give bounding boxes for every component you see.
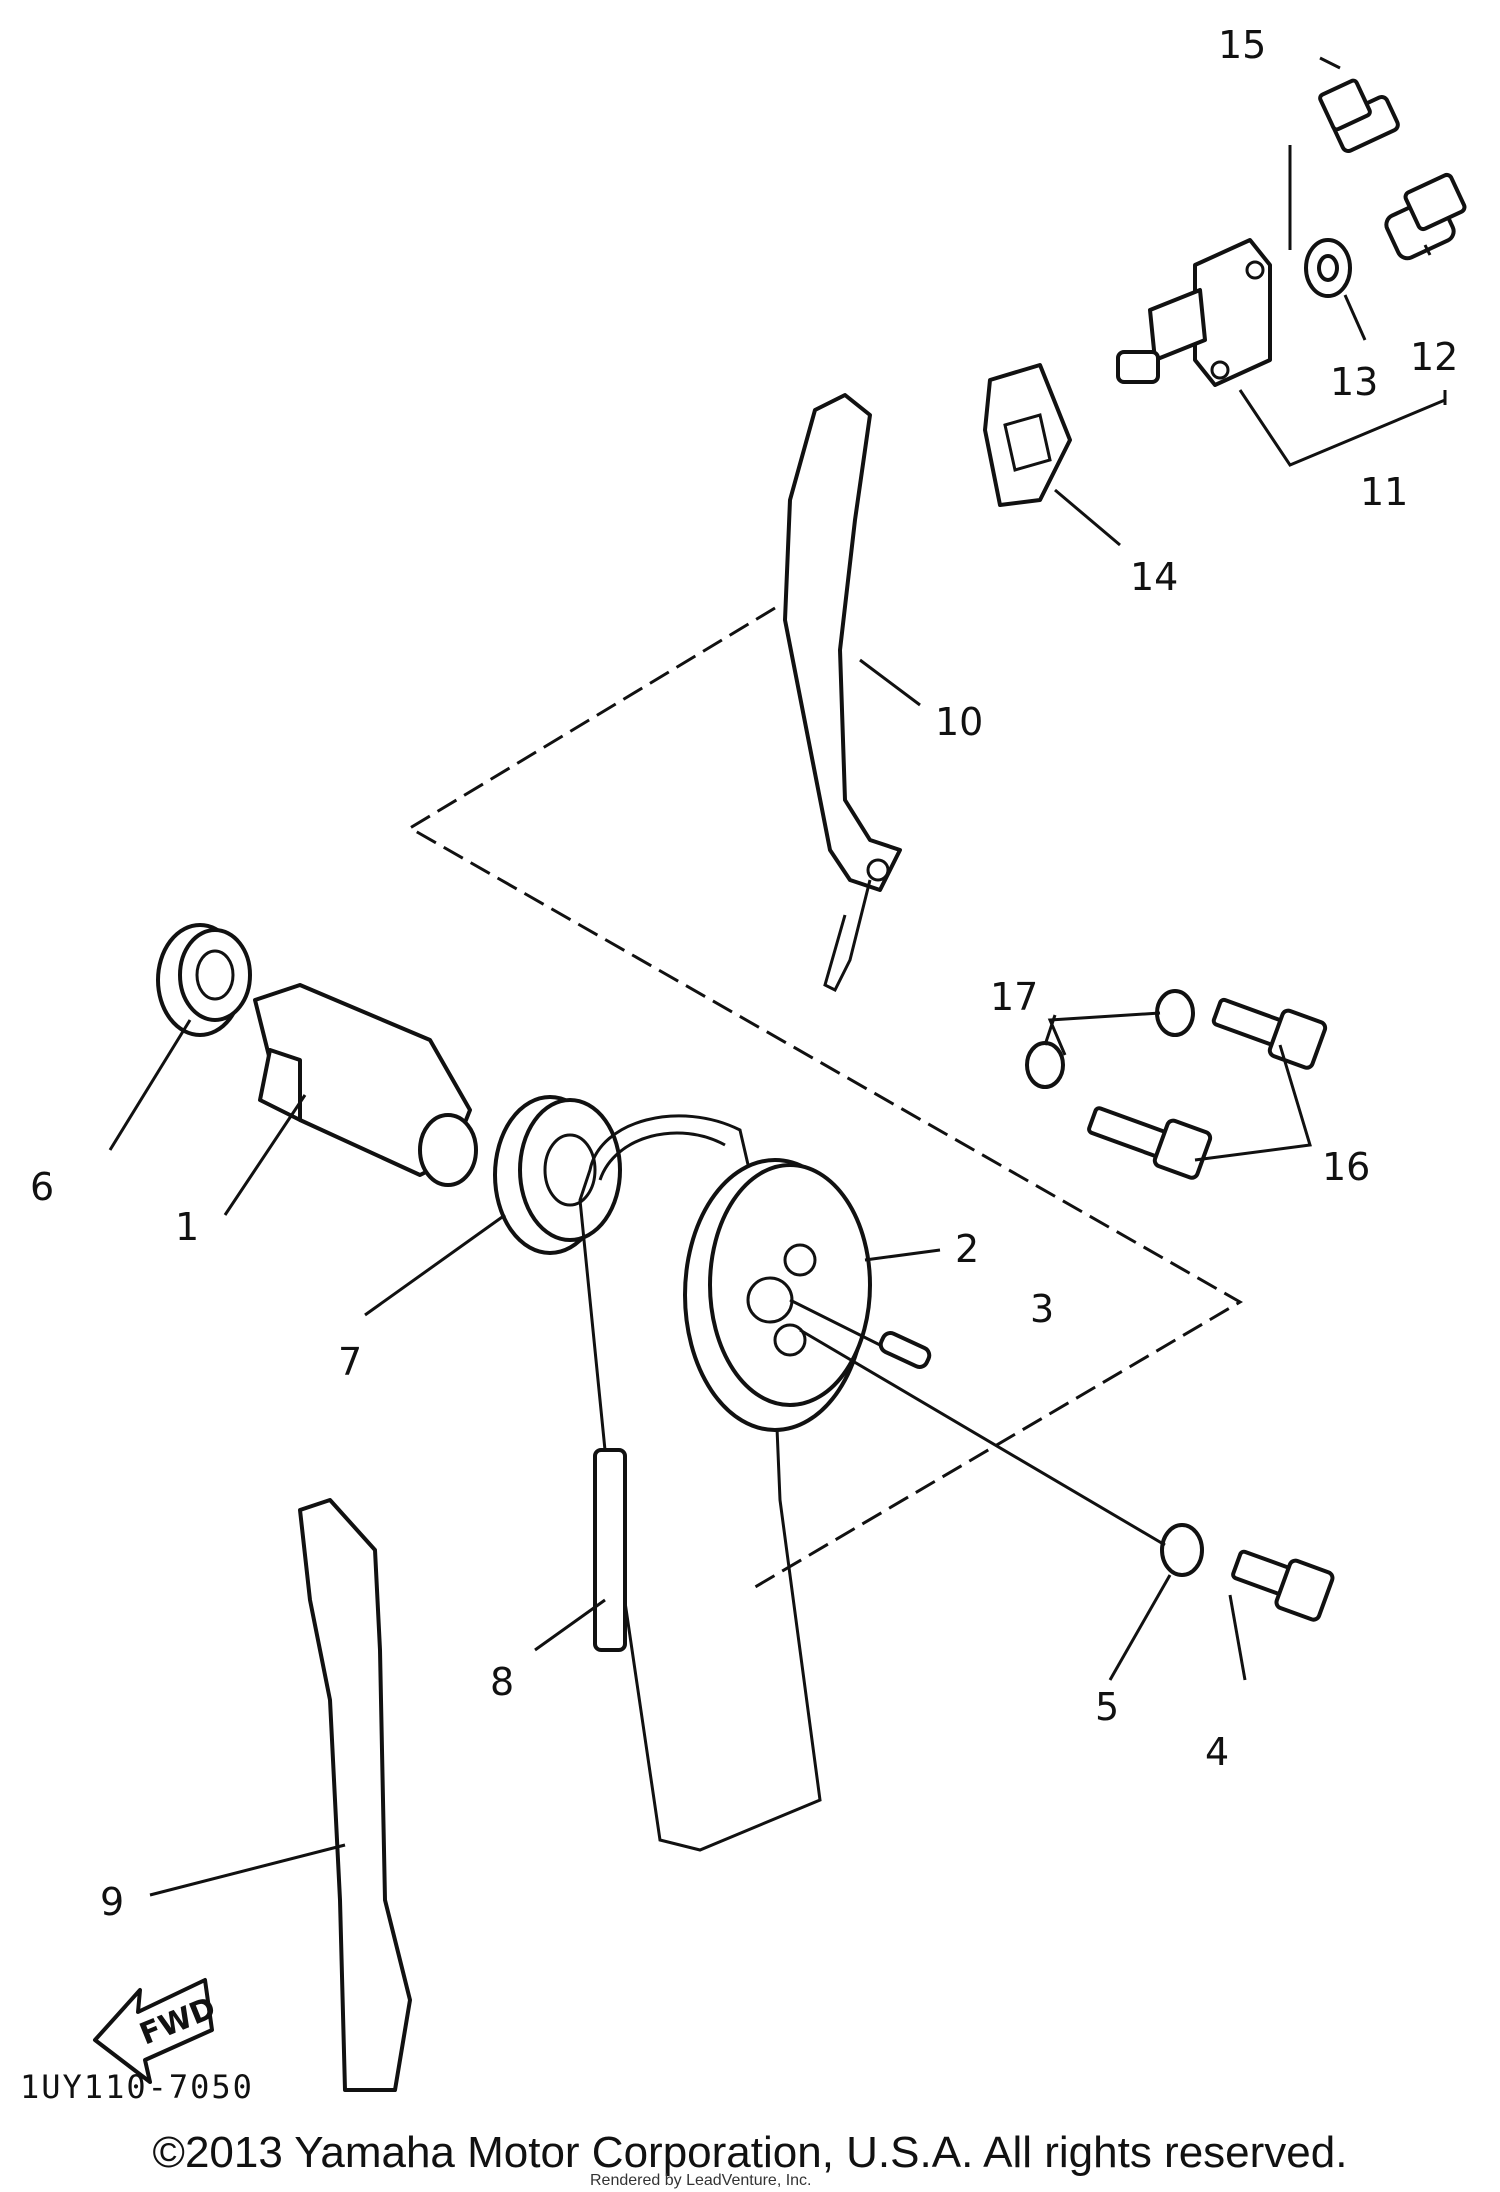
dowel-pin-part-3 <box>878 1331 932 1369</box>
callout-1: 1 <box>175 1205 199 1249</box>
rendered-by-notice: Rendered by LeadVenture, Inc. <box>590 2172 812 2189</box>
callout-2: 2 <box>955 1227 979 1271</box>
washer-part-17a <box>1155 989 1195 1037</box>
cam-chain-part-8 <box>578 1114 822 1852</box>
callout-7: 7 <box>338 1340 362 1384</box>
bolt-part-15 <box>1318 78 1400 154</box>
callout-3: 3 <box>1030 1287 1054 1331</box>
tensioner-part-11 <box>1116 238 1272 387</box>
washer-part-17b <box>1025 1041 1065 1089</box>
callout-17: 17 <box>990 975 1038 1019</box>
bolt-part-16b <box>1087 1106 1213 1180</box>
callout-15: 15 <box>1218 23 1266 67</box>
bolt-part-4 <box>1231 1549 1335 1622</box>
fwd-arrow-icon: FWD <box>93 1978 221 2084</box>
callout-10: 10 <box>935 700 983 744</box>
callout-13: 13 <box>1330 360 1378 404</box>
callout-numbers: 15 12 13 11 14 10 17 16 6 1 7 2 3 5 4 8 … <box>30 23 1458 1924</box>
bolt-part-16a <box>1211 997 1328 1070</box>
callout-9: 9 <box>100 1880 124 1924</box>
assembly-dashed-outline <box>407 606 1243 1592</box>
gasket-part-14 <box>983 363 1072 507</box>
callout-16: 16 <box>1322 1145 1370 1189</box>
bearing-part-6 <box>156 923 252 1037</box>
copyright-notice: ©2013 Yamaha Motor Corporation, U.S.A. A… <box>152 2128 1348 2177</box>
callout-12: 12 <box>1410 335 1458 379</box>
callout-14: 14 <box>1130 555 1178 599</box>
chain-guide-part-10 <box>783 393 902 892</box>
chain-guide-part-9 <box>298 1498 412 2092</box>
callout-11: 11 <box>1360 470 1408 514</box>
callout-4: 4 <box>1205 1730 1229 1774</box>
camshaft-part-1 <box>253 983 478 1187</box>
callout-5: 5 <box>1095 1685 1119 1729</box>
plug-part-12 <box>1384 172 1467 261</box>
diagram-code: 1UY110-7050 <box>20 2068 254 2106</box>
cam-sprocket-part-2 <box>683 1158 872 1432</box>
bearing-part-7 <box>493 1095 622 1255</box>
washer-part-5 <box>1160 1523 1204 1577</box>
callout-8: 8 <box>490 1660 514 1704</box>
leader-lines <box>108 56 1447 1897</box>
callout-6: 6 <box>30 1165 54 1209</box>
